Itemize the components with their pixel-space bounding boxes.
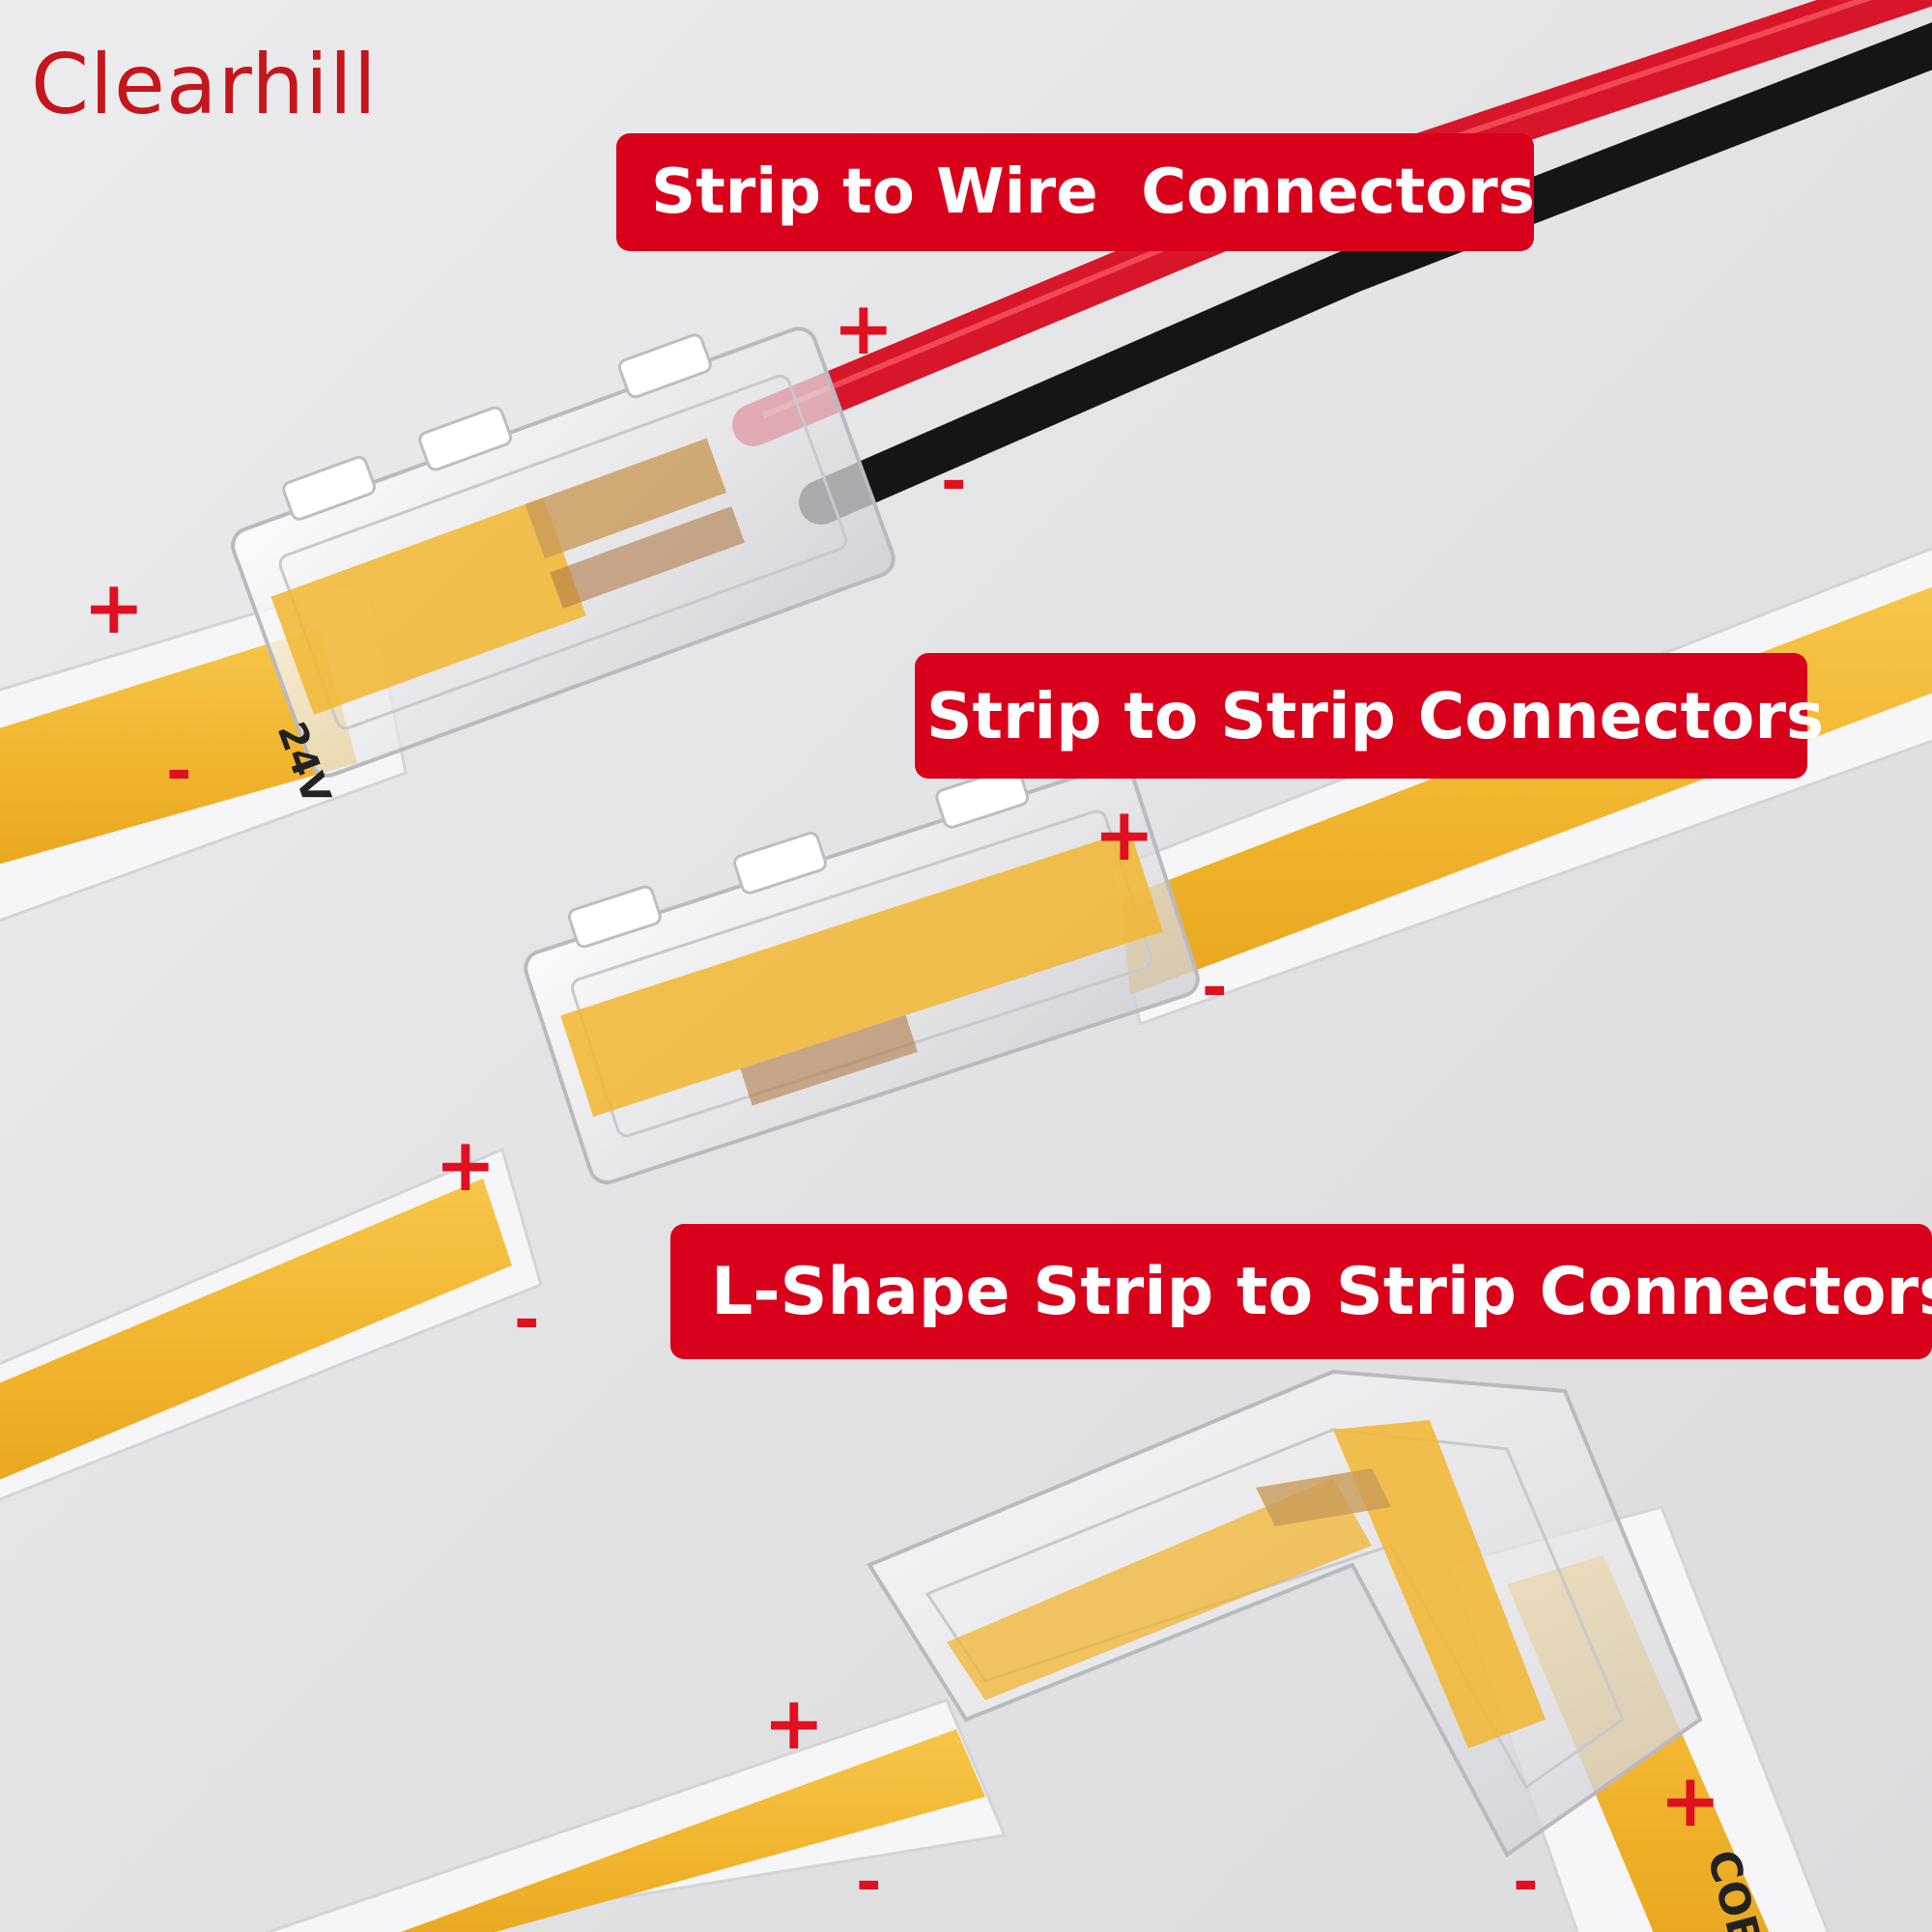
strip-to-strip-connector: [524, 762, 1200, 1185]
power-wires: [732, 0, 1932, 525]
minus-marker: -: [941, 446, 967, 518]
minus-marker: -: [1513, 1847, 1539, 1918]
minus-marker: -: [1202, 952, 1228, 1024]
minus-marker: -: [514, 1285, 540, 1356]
brand-logo: Clearhill: [31, 37, 378, 133]
plus-marker: +: [83, 564, 145, 650]
plus-marker: +: [1094, 791, 1155, 877]
plus-marker: +: [435, 1122, 497, 1208]
plus-marker: +: [833, 285, 895, 371]
l-shape-connector: [867, 1369, 1703, 1858]
minus-marker: -: [166, 736, 192, 808]
plus-marker: +: [763, 1680, 825, 1766]
strip-to-strip-label: Strip to Strip Connectors: [915, 653, 1824, 779]
strip-to-wire-label: Strip to Wire Connectors: [616, 133, 1535, 251]
l-shape-label: L-Shape Strip to Strip Connectors: [670, 1224, 1932, 1359]
strip-to-wire-connector: [231, 327, 895, 778]
plus-marker: +: [1660, 1757, 1721, 1843]
minus-marker: -: [856, 1847, 882, 1918]
